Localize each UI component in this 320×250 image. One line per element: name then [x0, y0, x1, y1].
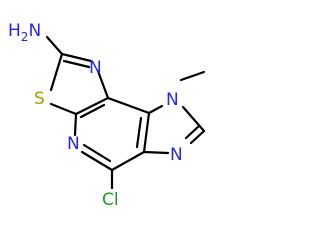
amine-label: H2N: [8, 21, 41, 44]
bond-c5a-c9a: [142, 111, 151, 154]
bond-n1-methyl: [179, 70, 206, 82]
bond-c3a-c7a: [74, 96, 110, 116]
sulfur-label: S: [34, 89, 45, 109]
bond-npyr-c4-double: [82, 143, 112, 163]
bond-n3prime-c5a: [142, 150, 170, 155]
bond-c2-n3: [60, 52, 93, 63]
bond-c7a-npyr: [73, 112, 78, 137]
bond-c2-s: [49, 52, 64, 92]
bond-c2prime-n3prime: [189, 129, 206, 145]
bond-c9a-n1: [147, 104, 164, 115]
bond-c2prime-n3prime-double: [184, 124, 201, 140]
bond-c3a-c7a-double: [79, 103, 106, 119]
bond-amine-c2: [45, 35, 64, 56]
bond-s-c7a: [49, 102, 78, 116]
bond-c3a-c9a: [106, 96, 151, 115]
bond-npyr-c4: [80, 150, 114, 172]
bond-c4-c5a: [110, 150, 146, 172]
bond-n1-c2prime: [181, 105, 206, 133]
pyridine-nitrogen-label: N: [67, 134, 80, 154]
molecule-diagram: H2N N S N N N Cl: [8, 21, 206, 210]
bond-n3-c3a: [96, 69, 110, 100]
amine-h: H: [8, 21, 21, 41]
bond-c2-n3-double: [62, 59, 91, 69]
bond-c5a-c9a-double: [135, 116, 143, 149]
methyl-nitrogen-label: N: [166, 90, 179, 110]
amine-subscript: 2: [21, 30, 29, 44]
amine-n: N: [28, 21, 41, 41]
chlorine-label: Cl: [102, 190, 119, 210]
thiazole-nitrogen-label: N: [89, 58, 102, 78]
imidazole-nitrogen-label: N: [170, 145, 183, 165]
structure-canvas: H2N N S N N N Cl: [8, 21, 206, 210]
